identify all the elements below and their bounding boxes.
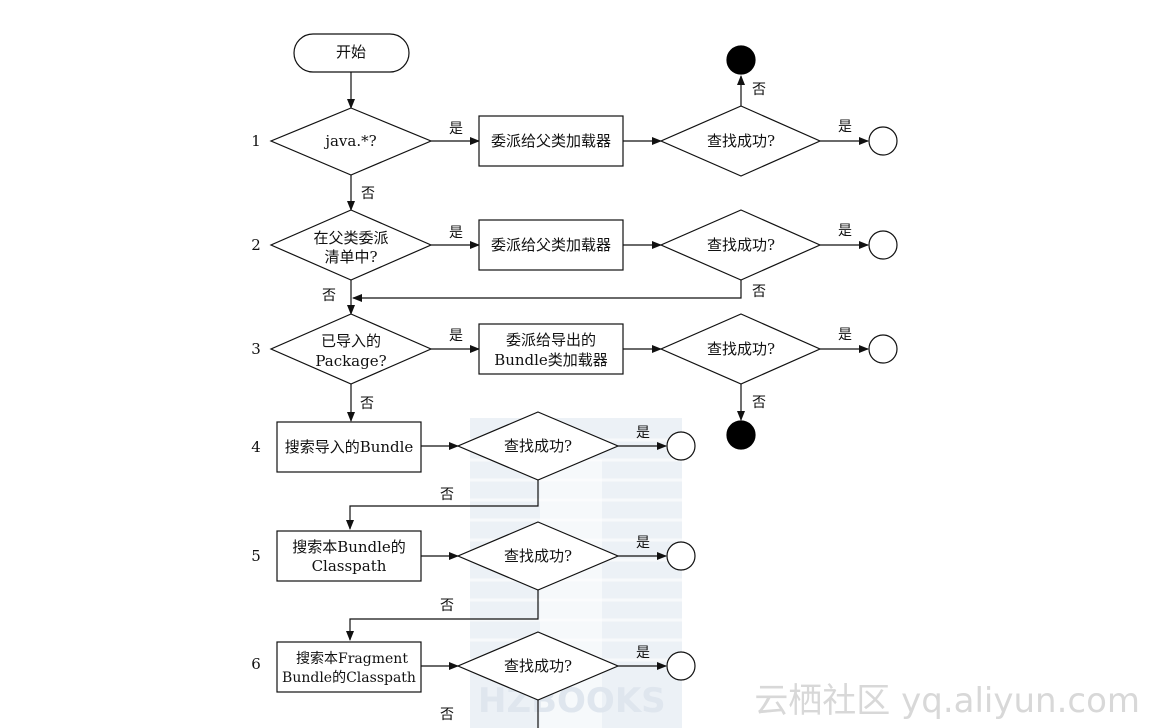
- check-found-3-label: 查找成功?: [707, 340, 775, 358]
- process-search-fragment-classpath: [276, 641, 422, 693]
- check-found-6-label: 查找成功?: [504, 657, 572, 675]
- decision-parent-delegation-list-line2: 清单中?: [324, 248, 377, 266]
- step-number-5: 5: [251, 547, 261, 565]
- label-no-d3: 否: [360, 396, 374, 412]
- process-delegate-exporter-line1: 委派给导出的: [506, 331, 596, 349]
- process-delegate-parent-2-label: 委派给父类加载器: [491, 236, 611, 254]
- success-end-5: [666, 541, 696, 571]
- check-found-2: [659, 209, 822, 281]
- edge-c4-r5: [346, 480, 539, 530]
- check-found-5-label: 查找成功?: [504, 547, 572, 565]
- label-yes-c4: 是: [636, 425, 650, 441]
- decision-imported-package-line2: Package?: [315, 352, 386, 370]
- failure-end-bottom: [726, 420, 756, 450]
- failure-end-top: [726, 45, 756, 75]
- label-no-c4: 否: [440, 487, 454, 503]
- label-no-c2: 否: [752, 284, 766, 300]
- step-number-1: 1: [251, 132, 261, 150]
- decision-java-label: java.*?: [323, 132, 376, 150]
- edges: [346, 72, 869, 728]
- process-delegate-parent-1: [478, 115, 624, 167]
- check-found-2-label: 查找成功?: [707, 236, 775, 254]
- decision-parent-delegation-list-line1: 在父类委派: [313, 229, 388, 247]
- step-number-2: 2: [251, 236, 261, 254]
- process-search-imported-bundle: [276, 421, 422, 473]
- check-found-5: [456, 521, 620, 591]
- label-yes-d3: 是: [449, 328, 463, 344]
- success-end-4: [666, 431, 696, 461]
- edge-labels: 是 是 是 是 是 是 是 是 是 否 否 否 否 否 否 否 否 否: [322, 82, 852, 723]
- label-no-d1: 否: [361, 186, 375, 202]
- process-delegate-exporter-line2: Bundle类加载器: [494, 351, 608, 369]
- label-yes-c2: 是: [838, 223, 852, 239]
- process-search-imported-bundle-label: 搜索导入的Bundle: [285, 438, 414, 456]
- success-end-2: [868, 230, 898, 260]
- step-number-3: 3: [251, 340, 261, 358]
- edge-c2-back: [352, 279, 742, 302]
- check-found-6: [456, 631, 620, 701]
- process-delegate-parent-1-label: 委派给父类加载器: [491, 132, 611, 150]
- check-found-4-label: 查找成功?: [504, 437, 572, 455]
- nodes: 开始 java.*? 委派给父类加载器 查找成功? 在父类委派 清单中? 委派给…: [269, 33, 898, 701]
- decision-java: [269, 107, 433, 176]
- label-no-c1: 否: [752, 82, 766, 98]
- edge-c5-r6: [346, 590, 539, 641]
- process-search-bundle-classpath-line1: 搜索本Bundle的: [292, 538, 406, 556]
- process-search-bundle-classpath-line2: Classpath: [312, 557, 387, 575]
- process-search-fragment-classpath-line1: 搜索本Fragment: [296, 650, 408, 667]
- label-no-d2: 否: [322, 288, 336, 304]
- check-found-1: [659, 105, 822, 177]
- label-yes-c6: 是: [636, 645, 650, 661]
- start-node: [293, 33, 410, 73]
- label-no-c6: 否: [440, 707, 454, 723]
- success-end-1: [868, 126, 898, 156]
- process-delegate-exporter: [478, 323, 624, 375]
- check-found-1-label: 查找成功?: [707, 132, 775, 150]
- check-found-3: [659, 313, 822, 385]
- step-number-4: 4: [251, 438, 261, 456]
- decision-imported-package: [269, 313, 433, 385]
- label-yes-d2: 是: [449, 225, 463, 241]
- label-no-c5: 否: [440, 598, 454, 614]
- process-delegate-parent-2: [478, 219, 624, 271]
- success-end-6: [666, 651, 696, 681]
- label-yes-d1: 是: [449, 121, 463, 137]
- success-end-3: [868, 334, 898, 364]
- label-yes-c1: 是: [838, 119, 852, 135]
- label-yes-c5: 是: [636, 535, 650, 551]
- process-search-fragment-classpath-line2: Bundle的Classpath: [282, 670, 416, 686]
- label-no-c3: 否: [752, 395, 766, 411]
- label-yes-c3: 是: [838, 327, 852, 343]
- site-watermark: 云栖社区 yq.aliyun.com: [754, 681, 1140, 721]
- step-number-6: 6: [251, 655, 261, 673]
- check-found-4: [456, 411, 620, 481]
- step-numbers: 1 2 3 4 5 6: [251, 132, 261, 673]
- decision-parent-delegation-list: [269, 209, 433, 281]
- decision-imported-package-line1: 已导入的: [321, 332, 381, 350]
- start-label: 开始: [336, 43, 366, 61]
- process-search-bundle-classpath: [276, 530, 422, 582]
